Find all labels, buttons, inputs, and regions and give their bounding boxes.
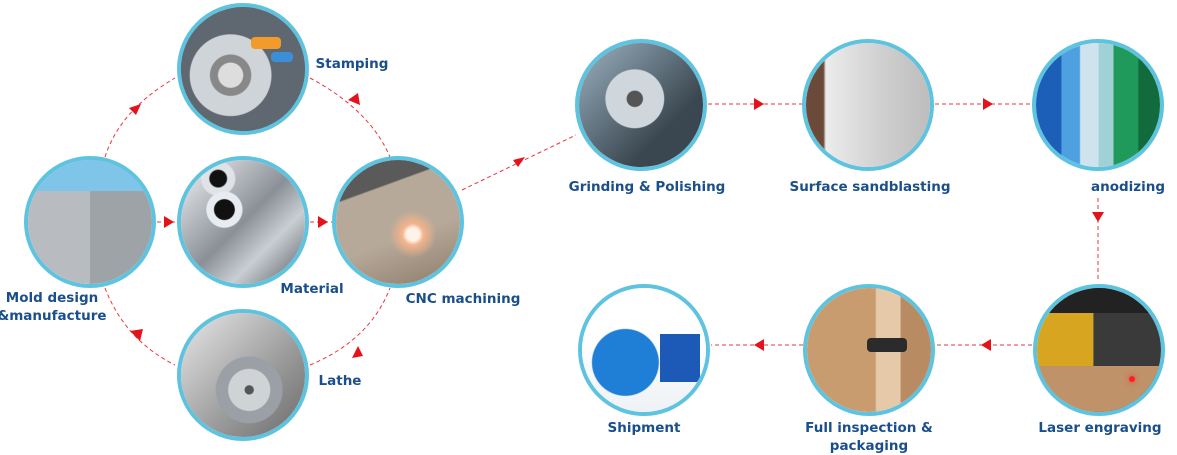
label-shipment: Shipment xyxy=(607,420,681,436)
label-full-inspection-packaging: Full inspection & packaging xyxy=(805,420,933,454)
mold-image xyxy=(24,156,156,288)
grinding-image xyxy=(575,39,707,171)
label-mold-design: Mold design &manufacture xyxy=(0,290,107,324)
label-surface-sandblasting: Surface sandblasting xyxy=(789,179,951,195)
arrowhead xyxy=(318,216,328,228)
cnc-image xyxy=(332,156,464,288)
label-anodizing: anodizing xyxy=(1090,179,1166,195)
arrowhead xyxy=(352,346,363,358)
label-cnc-machining: CNC machining xyxy=(405,291,521,307)
arrowhead xyxy=(164,216,174,228)
sandblasting-image xyxy=(802,39,934,171)
arrowhead xyxy=(1092,212,1104,222)
arrowhead xyxy=(130,329,143,341)
label-grinding-polishing: Grinding & Polishing xyxy=(568,179,726,195)
arrowhead xyxy=(513,157,525,167)
stamping-image xyxy=(177,3,309,135)
arrowhead xyxy=(981,339,991,351)
lathe-image xyxy=(177,309,309,441)
arrow-stamping-cnc xyxy=(309,77,391,158)
label-laser-engraving: Laser engraving xyxy=(1038,420,1162,436)
shipment-image xyxy=(578,284,710,416)
label-material: Material xyxy=(280,281,344,297)
arrowhead xyxy=(983,98,993,110)
arrowhead xyxy=(348,93,360,105)
arrow-lathe-cnc xyxy=(309,287,391,366)
label-stamping: Stamping xyxy=(315,56,389,72)
inspection-image xyxy=(803,284,935,416)
label-lathe: Lathe xyxy=(318,373,362,389)
arrow-mold-lathe xyxy=(104,287,176,366)
arrowhead xyxy=(129,104,141,115)
arrow-mold-stamping xyxy=(104,77,176,158)
arrowhead xyxy=(754,339,764,351)
material-image xyxy=(177,156,309,288)
arrowhead xyxy=(754,98,764,110)
laser-engraving-image xyxy=(1033,284,1165,416)
anodizing-image xyxy=(1032,39,1164,171)
